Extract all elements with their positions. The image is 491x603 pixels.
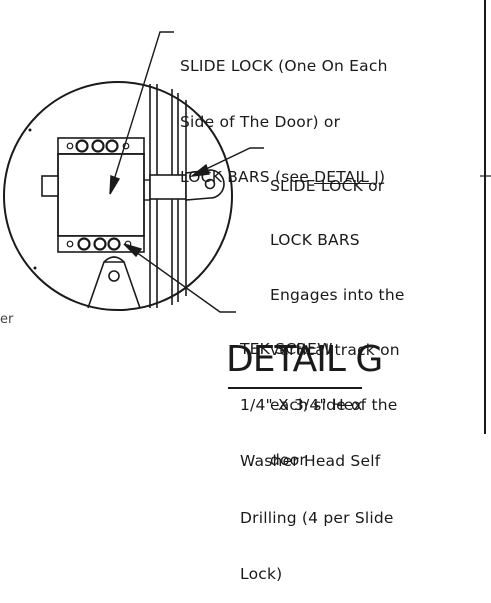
slide-lock-callout: SLIDE LOCK (One On Each Side of The Door… <box>180 20 388 205</box>
callout-line: SLIDE LOCK (One On Each <box>180 57 388 75</box>
callout-text: LOCK BARS (see <box>180 168 315 186</box>
speck <box>28 128 32 132</box>
slide-lock-bars-callout: SLIDE LOCK or LOCK BARS Engages into the… <box>270 140 405 488</box>
callout-line: Drilling (4 per Slide <box>240 508 394 527</box>
callout-line: Side of The Door) or <box>180 112 341 131</box>
detail-g-drawing <box>3 0 491 434</box>
leader-tek-screw <box>123 243 236 313</box>
bottom-bracket-plate <box>57 235 145 253</box>
top-bracket-plate <box>57 137 145 155</box>
callout-line: Engages into the <box>270 286 405 305</box>
callout-line: TEK SCREW <box>240 339 333 358</box>
callout-line: each side of the <box>270 396 398 415</box>
lower-hinge-bracket <box>87 256 141 309</box>
callout-line: LOCK BARS <box>270 231 360 250</box>
detail-title-underline <box>228 387 362 389</box>
leader-slide-lock <box>109 31 174 195</box>
detail-circle <box>3 81 233 311</box>
callout-line: Lock) <box>240 565 283 584</box>
detail-j-reference: DETAIL J <box>314 168 379 186</box>
lock-bar-tab <box>149 169 225 201</box>
detail-title: DETAIL G <box>226 339 383 380</box>
slide-lock-body <box>41 153 150 237</box>
callout-line: SLIDE LOCK or <box>270 176 385 195</box>
callout-line: 1/4" X 3/4" Hex <box>240 395 363 414</box>
callout-line: Washer Head Self <box>240 452 381 471</box>
callout-text: ) <box>379 168 386 186</box>
leader-slide-lock-bars <box>189 147 264 177</box>
speck <box>33 266 37 270</box>
cropped-text-fragment: er <box>0 312 14 327</box>
callout-line: LOCK BARS (see DETAIL J) <box>180 168 388 187</box>
callout-line: vertical track on <box>270 341 400 360</box>
